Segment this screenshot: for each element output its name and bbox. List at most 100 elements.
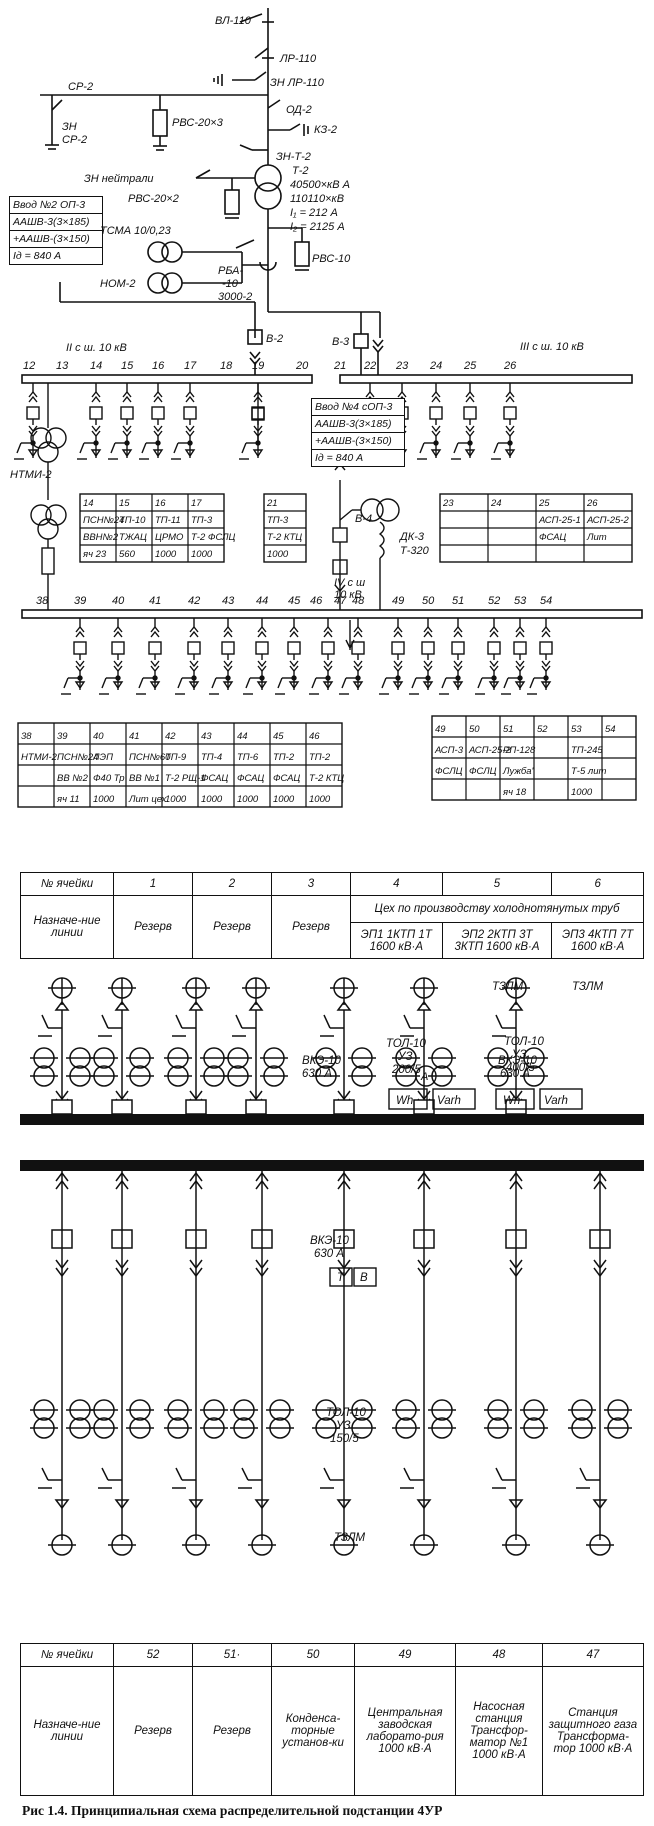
label-vke1-2: 630 А (302, 1068, 332, 1080)
th-cell: № ячейки (20, 872, 114, 896)
bpurpose-50: Конденса-торные установ-ки (271, 1666, 355, 1796)
label-tol200-3: 200/5 (391, 1064, 421, 1076)
table-cell: Т-2 КТЦ (309, 773, 344, 784)
meter-varh-1-label: Varh (437, 1095, 461, 1107)
table-cell: 1000 (237, 794, 259, 805)
cell-num-6: 6 (551, 872, 644, 896)
label-b4: В-4 (355, 513, 372, 525)
kru-labels: ТЗЛМ ТЗЛМ ТЗЛМ ТОЛ-10 УЗ 200/5 ТОЛ-10 УЗ… (302, 981, 603, 1544)
table-cell: яч 11 (56, 794, 80, 805)
purpose-6: ЭП3 4КТП 7Т 1600 кВ·А (551, 922, 644, 959)
cell-number: 38 (36, 595, 49, 607)
purpose-workshop: Цех по производству холоднотянутых труб (350, 894, 644, 924)
table-cell: ТП-2 (309, 752, 331, 763)
table-cell: Лит цех (128, 794, 168, 805)
label-vke2-1: ВКЭ-10 (498, 1055, 538, 1067)
label-t2: Т-2 (292, 165, 309, 177)
table-cell: Т-2 КТЦ (267, 532, 302, 543)
label-t2-i1: I₁ = 212 А (290, 207, 338, 219)
table-cell: 17 (191, 498, 202, 509)
bcell-num-52: 52 (113, 1643, 193, 1667)
cell-number: 39 (74, 595, 86, 607)
table-cell: ФСАЦ (237, 773, 264, 784)
table-cell: 39 (57, 731, 68, 742)
label-zn-t2: ЗН-Т-2 (276, 151, 311, 163)
cell-number: 44 (256, 595, 268, 607)
table-cell: 1000 (165, 794, 187, 805)
meter-labels: Wh Varh Wh Varh (396, 1095, 568, 1107)
cell-number: 22 (363, 360, 376, 372)
purpose-3: Резерв (271, 895, 351, 959)
label-zn-neutral: ЗН нейтрали (84, 173, 154, 185)
cell-number: 24 (429, 360, 442, 372)
cell-number: 25 (463, 360, 477, 372)
bth-cell: № ячейки (20, 1643, 114, 1667)
label-b3: В-3 (332, 336, 350, 348)
ntmi-dk-group (30, 383, 400, 610)
table-cell: 45 (273, 731, 284, 742)
cell-num-3: 3 (271, 872, 351, 896)
table-cell: 1000 (155, 549, 177, 560)
label-vke2-2: 630 А (500, 1068, 530, 1080)
input2-line: ААШВ-3(3×185) (10, 214, 102, 231)
svg-text:A: A (420, 1071, 428, 1083)
cell-number: 21 (333, 360, 346, 372)
label-dk3-2: Т-320 (400, 545, 430, 557)
table-cell: яч 23 (82, 549, 107, 560)
table-cell: ТЖАЦ (119, 532, 147, 543)
cell-number: 48 (352, 595, 365, 607)
label-lr110: ЛР-110 (279, 53, 317, 65)
feeders-bus-4 (61, 618, 553, 695)
label-bus4-1: IV с ш (334, 577, 365, 589)
th-purpose: Назначе-ние линии (20, 895, 114, 959)
label-tzlm-1: ТЗЛМ (492, 981, 523, 993)
bcell-num-47: 47 (541, 1643, 645, 1667)
cell-number: 43 (222, 595, 235, 607)
meter-wh-1-label: Wh (396, 1095, 413, 1107)
table-cell: АСП-25-2 (468, 745, 511, 756)
table-cell: 49 (435, 724, 446, 735)
table-cell: 25 (538, 498, 550, 509)
table-cell: 24 (490, 498, 502, 509)
table-cell: 15 (119, 498, 130, 509)
table-cell: ФСАЦ (273, 773, 300, 784)
cell-number: 15 (121, 360, 134, 372)
table-cell: 42 (165, 731, 176, 742)
table-cell: 1000 (571, 787, 593, 798)
main-bus-lower (20, 1160, 644, 1171)
cell-number: 18 (220, 360, 233, 372)
table-cell: ТП-9 (165, 752, 187, 763)
table-cell: 14 (83, 498, 94, 509)
cell-number: 14 (90, 360, 102, 372)
bpurpose-48: Насосная станция Трансфор-матор №1 1000 … (455, 1666, 543, 1796)
purpose-4: ЭП1 1КТП 1Т 1600 кВ·А (350, 922, 443, 959)
table-cell: 1000 (201, 794, 223, 805)
cell-number: 52 (488, 595, 500, 607)
cell-num-5: 5 (441, 872, 553, 896)
label-t2-voltage: 110110×кВ (290, 193, 344, 205)
table-cell: Т-2 РЩ-1 (165, 773, 205, 784)
label-tzlm-3: ТЗЛМ (334, 1532, 365, 1544)
input4-line: ААШВ-3(3×185) (312, 416, 404, 433)
table-cell: ФСАЦ (201, 773, 228, 784)
table-cell: ТП-3 (191, 515, 213, 526)
table-cell: ЦРМО (155, 532, 184, 543)
table-cell: РП-128 (503, 745, 536, 756)
label-tol400-1: ТОЛ-10 (504, 1036, 544, 1048)
label-kz2: КЗ-2 (314, 124, 337, 136)
table-cell: НТМИ-2 (21, 752, 58, 763)
label-bus4-2: 10 кВ (334, 589, 362, 601)
table-cell: 40 (93, 731, 104, 742)
cell-number: 12 (23, 360, 35, 372)
caption: Рис 1.4. Принципиальная схема распредели… (22, 1803, 442, 1818)
label-tol400-3: 400/5 (506, 1062, 535, 1074)
table-cell: ВВН№2 (83, 532, 119, 543)
table-cell: яч 18 (502, 787, 527, 798)
cell-number: 23 (395, 360, 409, 372)
input2-line: Ввод №2 ОП-3 (10, 197, 102, 214)
tb-box (329, 1267, 377, 1287)
